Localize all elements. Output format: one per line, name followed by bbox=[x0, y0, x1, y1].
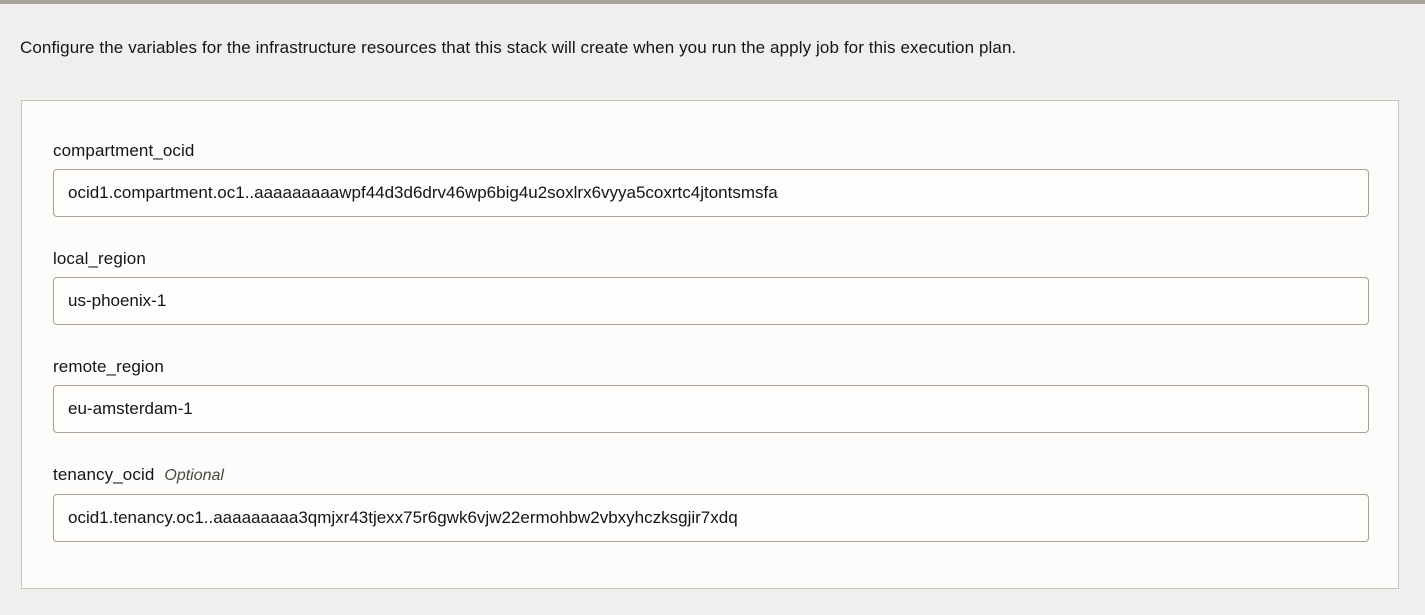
compartment-ocid-input[interactable] bbox=[53, 169, 1369, 217]
field-label: compartment_ocid bbox=[53, 141, 195, 160]
form-field-compartment-ocid: compartment_ocid bbox=[53, 141, 1398, 217]
form-field-remote-region: remote_region bbox=[53, 357, 1398, 433]
field-label-row: compartment_ocid bbox=[53, 141, 1398, 160]
page-description: Configure the variables for the infrastr… bbox=[20, 38, 1017, 57]
remote-region-input[interactable] bbox=[53, 385, 1369, 433]
variables-panel: compartment_ocid local_region remote_reg… bbox=[21, 100, 1399, 589]
field-label: remote_region bbox=[53, 357, 164, 376]
local-region-input[interactable] bbox=[53, 277, 1369, 325]
tenancy-ocid-input[interactable] bbox=[53, 494, 1369, 542]
field-label-row: remote_region bbox=[53, 357, 1398, 376]
field-label: tenancy_ocid bbox=[53, 465, 155, 484]
field-label-row: tenancy_ocid Optional bbox=[53, 465, 1398, 485]
field-label-row: local_region bbox=[53, 249, 1398, 268]
form-field-tenancy-ocid: tenancy_ocid Optional bbox=[53, 465, 1398, 542]
top-border-bar bbox=[0, 0, 1425, 4]
form-field-local-region: local_region bbox=[53, 249, 1398, 325]
field-label: local_region bbox=[53, 249, 146, 268]
optional-indicator: Optional bbox=[164, 467, 224, 484]
